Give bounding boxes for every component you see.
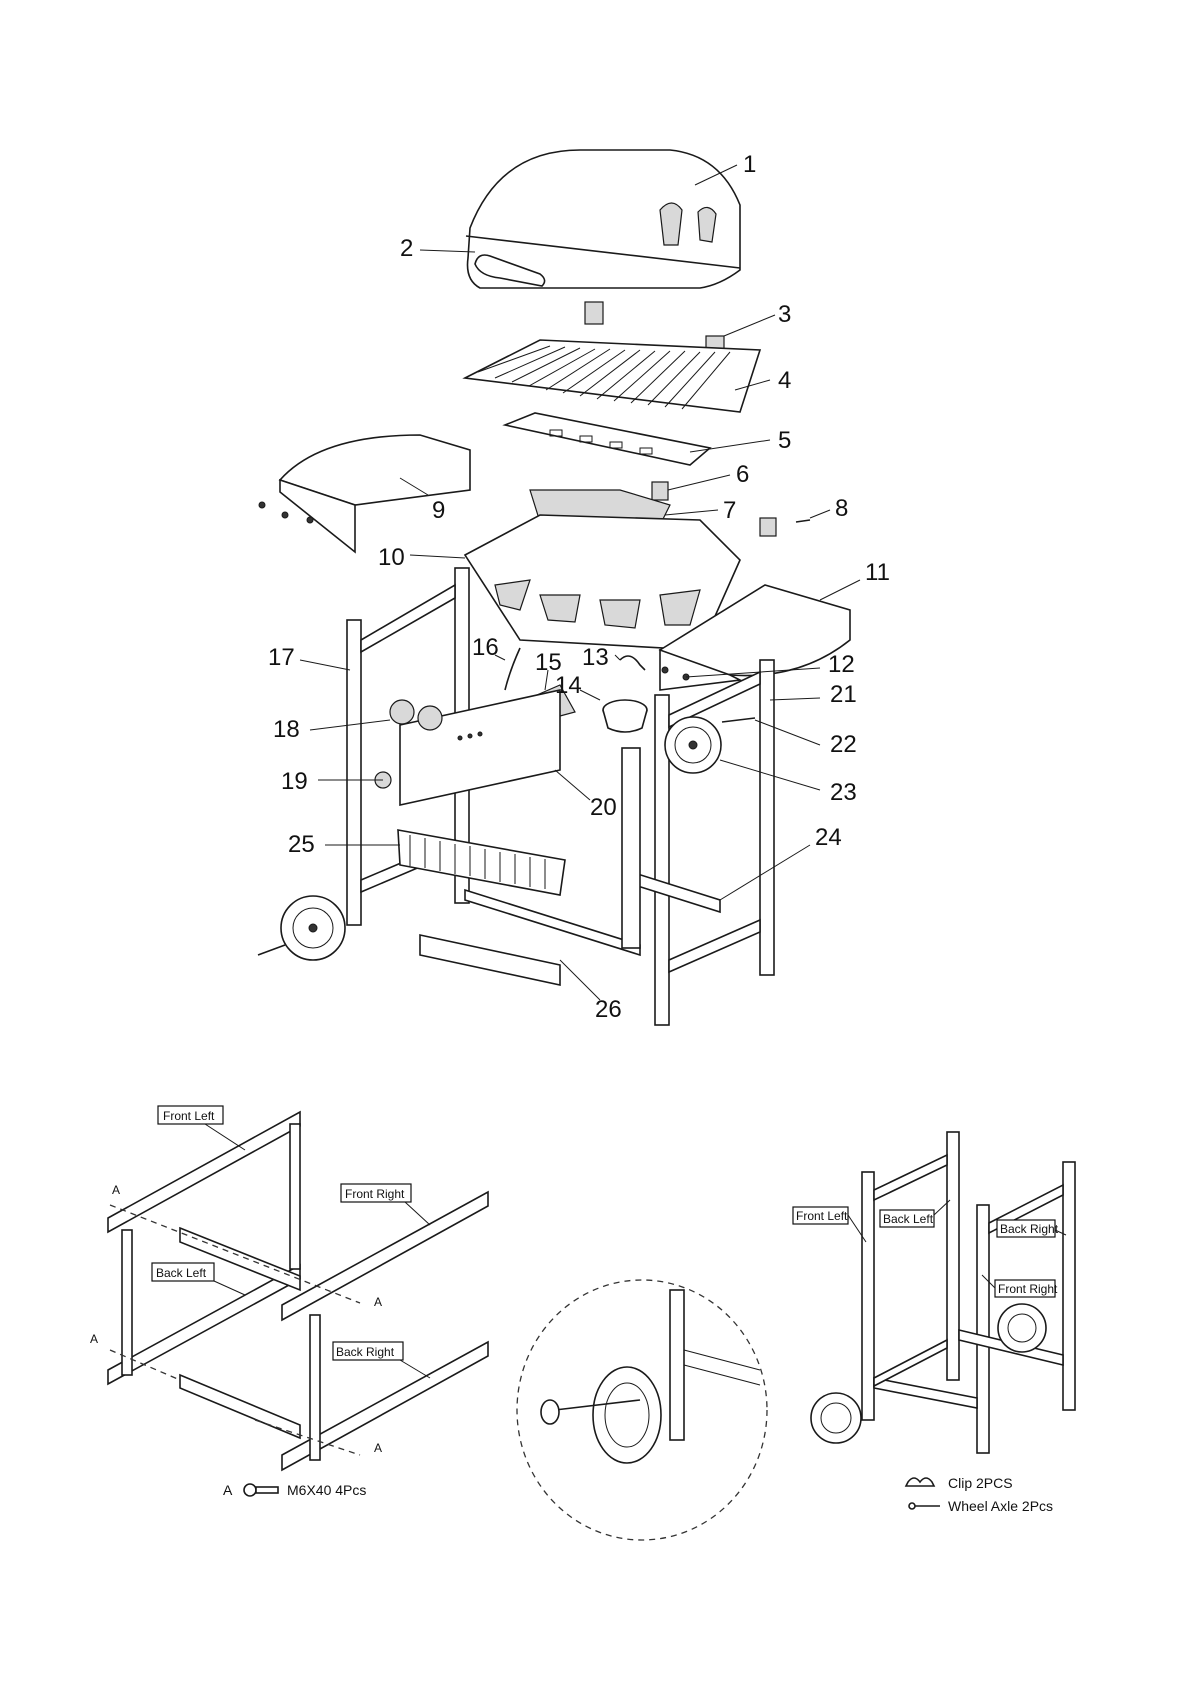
wheel-axle	[258, 945, 285, 955]
wheel-right	[665, 717, 721, 773]
label-front-left-c: Front Left	[793, 1207, 848, 1224]
label-front-right-c: Front Right	[995, 1280, 1058, 1297]
svg-text:Back Right: Back Right	[336, 1345, 395, 1359]
bolt-paths	[110, 1205, 360, 1455]
callout-17: 17	[268, 644, 295, 671]
svg-text:Front Left: Front Left	[163, 1109, 215, 1123]
heat-shield	[505, 413, 710, 465]
callout-13: 13	[582, 644, 609, 671]
callout-6: 6	[736, 461, 749, 488]
callout-3: 3	[778, 301, 791, 328]
svg-text:Wheel Axle 2Pcs: Wheel Axle 2Pcs	[948, 1498, 1053, 1514]
svg-text:Front Right: Front Right	[998, 1282, 1058, 1296]
callout-11: 11	[865, 559, 890, 586]
callout-1: 1	[743, 151, 756, 178]
callout-21: 21	[830, 681, 857, 708]
label-front-right-a: Front Right	[341, 1184, 411, 1202]
callout-19: 19	[281, 768, 308, 795]
label-back-right-a: Back Right	[333, 1342, 403, 1360]
wheel-detail	[517, 1280, 767, 1540]
wheel-left	[281, 896, 345, 960]
callout-12: 12	[828, 651, 855, 678]
callout-23: 23	[830, 779, 857, 806]
bolt-legend: A M6X40 4Pcs	[223, 1482, 366, 1498]
storage-basket	[398, 830, 565, 895]
callout-5: 5	[778, 427, 791, 454]
svg-text:Front Left: Front Left	[796, 1209, 848, 1223]
callout-9: 9	[432, 497, 445, 524]
bracket	[652, 482, 668, 500]
frame-right-assembly	[282, 1192, 488, 1470]
svg-text:A: A	[112, 1183, 120, 1197]
cooking-grid	[465, 340, 760, 412]
svg-text:A: A	[223, 1482, 233, 1498]
left-side-table	[259, 435, 470, 552]
callout-14: 14	[555, 672, 582, 699]
svg-text:Front Right: Front Right	[345, 1187, 405, 1201]
label-back-left-a: Back Left	[152, 1263, 214, 1281]
callout-22: 22	[830, 731, 857, 758]
svg-text:Back Right: Back Right	[1000, 1222, 1059, 1236]
hinge-bracket	[585, 302, 603, 324]
screw	[796, 520, 810, 522]
callout-26: 26	[595, 996, 622, 1023]
label-front-left-a: Front Left	[158, 1106, 223, 1124]
bracket	[760, 518, 776, 536]
ignition-wire	[505, 648, 520, 690]
callout-20: 20	[590, 794, 617, 821]
svg-text:M6X40 4Pcs: M6X40 4Pcs	[287, 1482, 366, 1498]
svg-text:Clip 2PCS: Clip 2PCS	[948, 1475, 1013, 1491]
svg-text:A: A	[374, 1295, 382, 1309]
callout-24: 24	[815, 824, 842, 851]
callout-16: 16	[472, 634, 499, 661]
label-back-right-c: Back Right	[997, 1220, 1059, 1237]
callout-25: 25	[288, 831, 315, 858]
parts-legend: Clip 2PCS Wheel Axle 2Pcs	[906, 1475, 1053, 1514]
callout-18: 18	[273, 716, 300, 743]
hook	[620, 656, 645, 670]
label-back-left-c: Back Left	[880, 1210, 934, 1227]
grease-cup-body	[603, 710, 647, 732]
screw	[662, 667, 668, 673]
wheel-axle	[722, 718, 755, 722]
callout-4: 4	[778, 367, 791, 394]
callout-15: 15	[535, 649, 562, 676]
svg-text:A: A	[90, 1332, 98, 1346]
callout-2: 2	[400, 235, 413, 262]
callout-8: 8	[835, 495, 848, 522]
svg-text:Back Left: Back Left	[883, 1212, 934, 1226]
callout-10: 10	[378, 544, 405, 571]
bolt-markers: A A A A	[90, 1183, 382, 1455]
svg-text:Back Left: Back Left	[156, 1266, 207, 1280]
callout-7: 7	[723, 497, 736, 524]
svg-text:A: A	[374, 1441, 382, 1455]
